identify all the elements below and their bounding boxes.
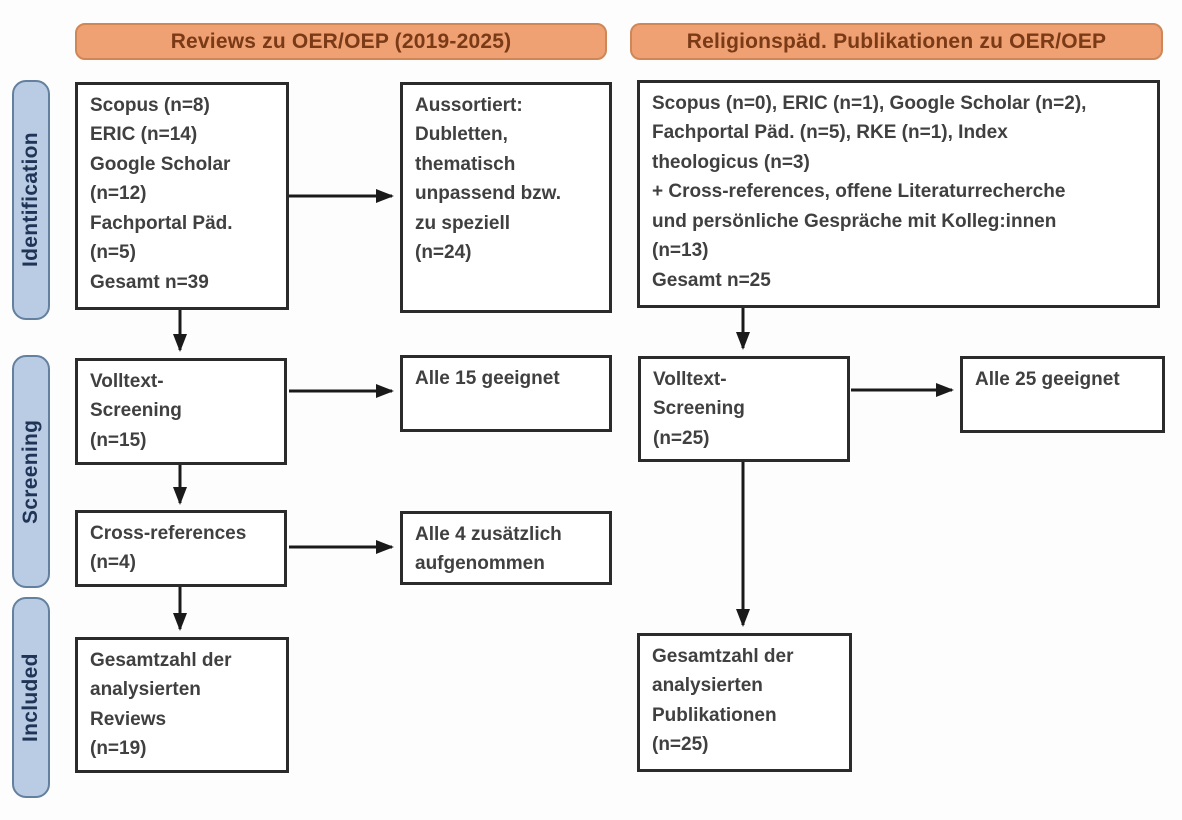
- stage-label-included: Included: [12, 597, 50, 798]
- box-text-line: Dubletten,: [415, 124, 508, 146]
- box-text-line: Aussortiert:: [415, 95, 523, 116]
- box-text-line: zu speziell: [415, 212, 511, 234]
- box-text-line: (n=25): [653, 427, 710, 449]
- box-text-line: Alle 25 geeignet: [975, 369, 1120, 390]
- box-text-line: (n=13): [652, 240, 709, 262]
- box-text-line: + Cross-references, offene Literaturrech…: [652, 181, 1066, 203]
- box-text-line: Google Scholar: [90, 153, 231, 175]
- box-text-line: theologicus (n=3): [652, 151, 810, 173]
- box-text-line: unpassend bzw.: [415, 183, 562, 205]
- box-text-line: Fachportal Päd.: [90, 212, 233, 234]
- column-header-religionspaed: Religionspäd. Publikationen zu OER/OEP: [630, 23, 1163, 60]
- box-text-line: Alle 4 zusätzlich: [415, 524, 562, 545]
- box-text-line: Alle 15 geeignet: [415, 368, 560, 389]
- box-text-line: Volltext-: [90, 371, 164, 392]
- box-reviews-fulltext-result: Alle 15 geeignet: [400, 355, 612, 432]
- box-reviews-sources: Scopus (n=8) ERIC (n=14) Google Scholar (n=…: [75, 82, 289, 310]
- box-text-line: thematisch: [415, 153, 516, 175]
- box-text-line: Scopus (n=8): [90, 95, 210, 116]
- stage-label-identification: Identification: [12, 80, 50, 320]
- box-text-line: Scopus (n=0), ERIC (n=1), Google Scholar…: [652, 93, 1087, 114]
- box-religionspaed-sources: Scopus (n=0), ERIC (n=1), Google Scholar…: [637, 80, 1160, 308]
- box-text-line: Screening: [90, 400, 182, 422]
- box-text-line: Gesamt n=39: [90, 271, 209, 293]
- box-text-line: Cross-references: [90, 523, 247, 544]
- box-religionspaed-fulltext-result: Alle 25 geeignet: [960, 356, 1165, 433]
- box-text-line: (n=24): [415, 242, 472, 264]
- box-text-line: (n=19): [90, 738, 147, 760]
- box-text-line: Screening: [653, 398, 745, 420]
- box-text-line: aufgenommen: [415, 553, 545, 575]
- box-text-line: Reviews: [90, 708, 167, 730]
- box-text-line: und persönliche Gespräche mit Kolleg:inn…: [652, 210, 1057, 232]
- box-text-line: Gesamtzahl der: [90, 650, 232, 671]
- box-text-line: ERIC (n=14): [90, 124, 198, 146]
- box-text-line: Gesamtzahl der: [652, 646, 794, 667]
- box-text-line: Fachportal Päd. (n=5), RKE (n=1), Index: [652, 122, 1008, 144]
- box-religionspaed-fulltext: Volltext- Screening (n=25): [638, 356, 850, 462]
- box-reviews-fulltext: Volltext- Screening (n=15): [75, 358, 287, 465]
- box-reviews-crossrefs-result: Alle 4 zusätzlich aufgenommen: [400, 511, 612, 585]
- box-text-line: analysierten: [90, 679, 201, 701]
- box-text-line: (n=5): [90, 242, 136, 264]
- box-text-line: Volltext-: [653, 369, 727, 390]
- column-header-reviews: Reviews zu OER/OEP (2019-2025): [75, 23, 607, 60]
- box-text-line: Gesamt n=25: [652, 269, 771, 291]
- box-text-line: (n=4): [90, 552, 136, 574]
- box-text-line: (n=12): [90, 183, 147, 205]
- box-text-line: analysierten: [652, 675, 763, 697]
- box-text-line: (n=25): [652, 734, 709, 756]
- box-text-line: Publikationen: [652, 704, 777, 726]
- box-text-line: (n=15): [90, 429, 147, 451]
- stage-label-screening: Screening: [12, 355, 50, 588]
- box-reviews-excluded: Aussortiert: Dubletten, thematisch unpassen…: [400, 82, 612, 313]
- box-reviews-crossrefs: Cross-references (n=4): [75, 510, 287, 587]
